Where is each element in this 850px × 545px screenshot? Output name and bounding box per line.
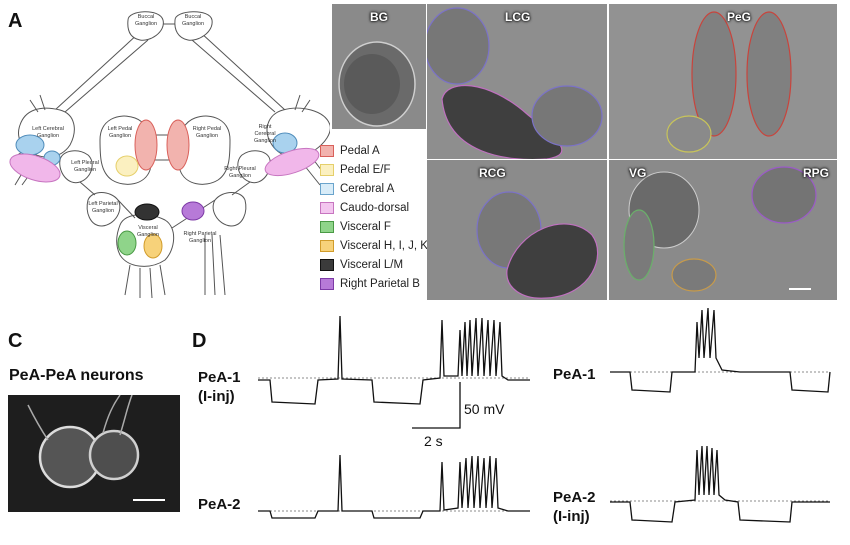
panel-d-letter: D: [192, 330, 207, 352]
em-tile-bg: BG: [332, 4, 426, 129]
buccal-ganglia: [127, 11, 213, 41]
em-tile-vg: VG RPG: [609, 160, 837, 300]
em-tile-lcg: LCG: [427, 4, 607, 159]
legend-item: Right Parietal B: [320, 276, 420, 292]
svg-text:Left Cerebral: Left Cerebral: [32, 126, 64, 132]
scalebar-voltage: 50 mV: [464, 401, 505, 417]
svg-text:Ganglion: Ganglion: [37, 133, 59, 139]
svg-text:Left Pedal: Left Pedal: [108, 126, 133, 132]
legend-item: Visceral L/M: [320, 257, 403, 273]
em-label-peg: PeG: [727, 10, 752, 24]
legend-item: Pedal E/F: [320, 162, 391, 178]
voltage-traces: 50 mV 2 s: [258, 307, 831, 523]
legend-swatch: [320, 278, 334, 290]
svg-text:Ganglion: Ganglion: [196, 133, 218, 139]
svg-text:Ganglion: Ganglion: [137, 232, 159, 238]
svg-text:Ganglion: Ganglion: [182, 21, 204, 27]
right-pea2-label: PeA-2 (I-inj): [553, 489, 596, 525]
panel-c-title: PeA-PeA neurons: [9, 367, 144, 384]
legend-label: Pedal A: [340, 145, 380, 157]
neuron-micrograph: [8, 395, 180, 512]
em-label-lcg: LCG: [505, 10, 531, 24]
svg-text:Ganglion: Ganglion: [92, 208, 114, 214]
label-buccal-left: Buccal: [138, 14, 155, 20]
em-label-rcg: RCG: [479, 166, 506, 180]
legend-swatch: [320, 259, 334, 271]
legend-swatch: [320, 164, 334, 176]
legend-swatch: [320, 145, 334, 157]
em-label-vg: VG: [629, 166, 647, 180]
cell-pedal-a-left: [134, 119, 158, 171]
svg-text:Cerebral: Cerebral: [254, 131, 275, 137]
legend-label: Pedal E/F: [340, 164, 391, 176]
legend-item: Visceral H, I, J, K: [320, 238, 428, 254]
svg-text:Ganglion: Ganglion: [189, 238, 211, 244]
legend-label: Visceral H, I, J, K: [340, 240, 428, 252]
svg-text:Ganglion: Ganglion: [135, 21, 157, 27]
cell-pedal-a-right: [166, 119, 190, 171]
legend-label: Visceral L/M: [340, 259, 404, 271]
legend-swatch: [320, 202, 334, 214]
legend-item: Pedal A: [320, 143, 380, 159]
svg-text:Left Pleural: Left Pleural: [71, 160, 99, 166]
svg-text:Right Pleural: Right Pleural: [224, 166, 256, 172]
legend-item: Cerebral A: [320, 181, 394, 197]
em-tile-peg: PeG: [609, 4, 837, 159]
em-label-bg: BG: [370, 10, 388, 24]
legend-label: Right Parietal B: [340, 278, 420, 290]
svg-text:Right Parietal: Right Parietal: [183, 231, 216, 237]
em-label-rpg: RPG: [803, 166, 830, 180]
svg-text:Visceral: Visceral: [138, 225, 157, 231]
svg-text:Ganglion: Ganglion: [229, 173, 251, 179]
svg-text:Left Parietal: Left Parietal: [88, 201, 117, 207]
legend-item: Caudo-dorsal: [320, 200, 409, 216]
panel-c-letter: C: [8, 330, 23, 352]
svg-text:Ganglion: Ganglion: [74, 167, 96, 173]
em-tile-rcg: RCG: [427, 160, 607, 300]
cell-visceral-f: [117, 230, 137, 256]
cell-right-parietal-b: [181, 201, 205, 221]
svg-text:Ganglion: Ganglion: [254, 138, 276, 144]
legend-swatch: [320, 240, 334, 252]
label-buccal-right: Buccal: [185, 14, 202, 20]
legend-label: Caudo-dorsal: [340, 202, 410, 214]
right-pea1-label: PeA-1: [553, 366, 596, 383]
legend-label: Visceral F: [340, 221, 391, 233]
legend-swatch: [320, 221, 334, 233]
cell-visceral-hijk: [143, 233, 163, 259]
legend-swatch: [320, 183, 334, 195]
scalebar-time: 2 s: [424, 433, 443, 449]
cell-visceral-lm: [134, 203, 160, 221]
ganglia-diagram: Buccal Ganglion Buccal Ganglion Left Cer…: [9, 11, 330, 299]
svg-text:Right: Right: [259, 124, 272, 130]
cell-caudo-dorsal-right: [264, 147, 320, 177]
legend-label: Cerebral A: [340, 183, 395, 195]
svg-text:Ganglion: Ganglion: [109, 133, 131, 139]
cell-caudo-dorsal-left: [9, 153, 61, 183]
svg-text:Right Pedal: Right Pedal: [193, 126, 221, 132]
legend-item: Visceral F: [320, 219, 391, 235]
left-pea2-label: PeA-2: [198, 496, 241, 513]
panel-a-letter: A: [8, 10, 23, 32]
cell-pedal-ef: [115, 155, 139, 177]
left-pea1-label: PeA-1 (I-inj): [198, 369, 241, 405]
